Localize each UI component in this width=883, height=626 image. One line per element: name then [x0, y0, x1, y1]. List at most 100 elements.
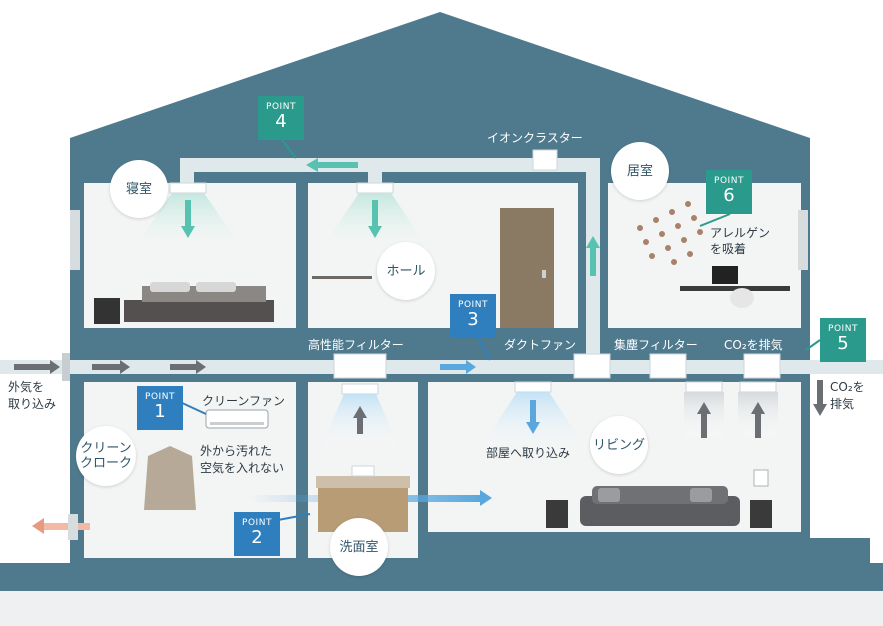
living-down-arrow-head — [526, 422, 540, 434]
point-word: POINT — [828, 324, 858, 334]
duct-arrow-blue — [440, 364, 466, 370]
room-label-bedroom: 寝室 — [110, 160, 168, 218]
point-badge-5: POINT 5 — [820, 318, 866, 362]
living-down-arrow — [530, 400, 536, 422]
living-diffuser — [514, 381, 552, 393]
return-up-arrow — [755, 414, 761, 438]
point-number: 6 — [723, 185, 735, 206]
duct-drop-hall — [368, 158, 382, 188]
high-filter-box — [333, 353, 387, 379]
dust-filter-label: 集塵フィルター — [614, 338, 698, 352]
ground-shadow — [0, 590, 883, 626]
outflow-arrow-head — [32, 518, 44, 534]
duct-inlet — [62, 353, 70, 381]
co2-exhaust-label: CO₂を排気 — [724, 338, 783, 352]
point-badge-3: POINT 3 — [450, 294, 496, 338]
point-number: 1 — [154, 401, 166, 422]
wall-vent-lower — [68, 514, 78, 540]
co2-side-label-1: CO₂を — [830, 380, 865, 394]
return-up-arrow-head — [697, 402, 711, 414]
hall-diffuser — [356, 182, 394, 194]
intake-arrow-head — [50, 360, 60, 374]
washroom-diffuser — [341, 383, 379, 395]
exhaust-down-arrow-head — [813, 404, 827, 416]
pillow — [150, 282, 190, 292]
washroom-label-text: 洗面室 — [339, 539, 379, 555]
ion-cluster-label: イオンクラスター — [487, 131, 583, 145]
allergen-label-2: を吸着 — [710, 242, 747, 256]
room-label-upper-living: 居室 — [611, 142, 669, 200]
duct-arrow-blue-head — [466, 360, 476, 374]
duct-fan-label: ダクトファン — [504, 338, 577, 352]
exhaust-box — [743, 353, 781, 379]
upper-living-room — [608, 183, 801, 328]
bed-base — [124, 300, 274, 322]
room-label-hall: ホール — [377, 242, 435, 300]
point-number: 4 — [275, 111, 287, 132]
cushion — [690, 488, 712, 502]
point6-callout — [699, 213, 731, 227]
nightstand — [94, 298, 120, 324]
duct-arrow-head — [120, 360, 130, 374]
vertical-duct-arrow — [590, 248, 596, 276]
ground — [0, 563, 883, 591]
point-word: POINT — [145, 392, 175, 402]
washroom-up-arrow-head — [353, 406, 367, 418]
chair — [730, 288, 754, 308]
outside-air-label-2: 取り込み — [8, 397, 57, 411]
hall-label-text: ホール — [386, 263, 426, 279]
room-label-living: リビング — [590, 416, 648, 474]
clean-fan-unit — [205, 409, 269, 429]
point-number: 2 — [251, 527, 263, 548]
bedroom-down-arrow — [185, 200, 191, 226]
room-label-washroom: 洗面室 — [330, 518, 388, 576]
intake-arrow — [14, 364, 50, 370]
point-number: 5 — [837, 333, 849, 354]
bedroom-diffuser — [169, 182, 207, 194]
point3-callout — [475, 333, 491, 361]
hall-down-arrow-head — [368, 226, 382, 238]
bedroom-label-text: 寝室 — [125, 181, 152, 197]
upper-duct-arrow — [318, 162, 358, 168]
point2-callout — [277, 513, 311, 521]
return-up-arrow — [701, 414, 707, 438]
upper-duct — [180, 158, 600, 172]
no-dirty-air-label-1: 外から汚れた — [200, 444, 273, 458]
return-diffuser — [739, 381, 777, 393]
railing — [312, 276, 372, 279]
wall-vent — [70, 210, 80, 270]
outside-air-label-1: 外気を — [8, 380, 45, 394]
clean-fan-vent — [210, 422, 264, 425]
laptop — [712, 266, 738, 284]
co2-side-label-2: 排気 — [830, 397, 855, 411]
duct-arrow — [92, 364, 120, 370]
living-label-text: リビング — [592, 437, 645, 453]
clean-fan-label: クリーンファン — [202, 394, 286, 408]
no-dirty-air-label-2: 空気を入れない — [200, 461, 285, 475]
point-number: 3 — [467, 309, 479, 330]
door-handle — [542, 270, 546, 278]
wall-vent — [798, 210, 808, 270]
desk — [680, 286, 790, 291]
point5-callout — [805, 339, 821, 351]
point-badge-1: POINT 1 — [137, 386, 183, 430]
lamp — [753, 469, 769, 487]
outflow-arrow — [44, 523, 90, 530]
hall-down-arrow — [372, 200, 378, 226]
upper-living-label-text: 居室 — [626, 163, 653, 179]
into-room-label: 部屋へ取り込み — [486, 446, 571, 460]
vanity-top — [316, 476, 410, 488]
point4-callout — [281, 139, 297, 159]
coat — [144, 446, 196, 510]
duct-arrow — [170, 364, 196, 370]
upper-duct-arrow-head — [306, 158, 318, 172]
sink — [351, 465, 375, 477]
point-badge-4: POINT 4 — [258, 96, 304, 140]
vertical-duct-arrow-head — [586, 236, 600, 248]
side-table — [546, 500, 568, 528]
side-table — [750, 500, 772, 528]
return-diffuser — [685, 381, 723, 393]
allergen-label-1: アレルゲン — [710, 226, 771, 240]
